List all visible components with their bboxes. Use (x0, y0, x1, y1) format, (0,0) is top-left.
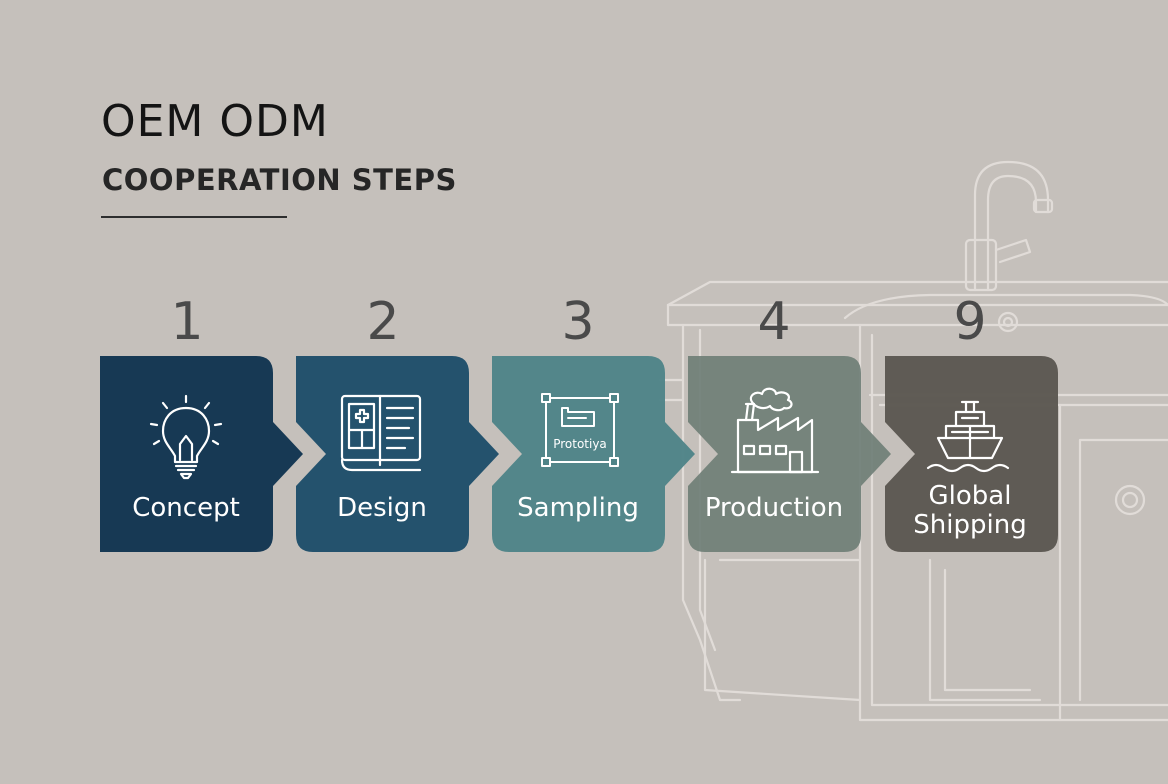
step-1-shape (100, 356, 303, 552)
step-2-number: 2 (366, 292, 400, 352)
step-3-label: Sampling (517, 493, 639, 523)
step-4-number: 4 (757, 292, 791, 352)
step-5-label: Global Shipping (913, 481, 1027, 540)
step-3-number: 3 (561, 292, 595, 352)
step-2-label: Design (337, 493, 427, 523)
step-1-label: Concept (132, 493, 240, 523)
ship-icon (926, 400, 1010, 473)
step-4-label: Production (704, 493, 844, 523)
factory-icon (730, 387, 820, 474)
step-5-number: 9 (953, 292, 987, 352)
page-subtitle: COOPERATION STEPS (102, 163, 457, 197)
blueprint-icon (340, 394, 422, 472)
lightbulb-icon (149, 394, 223, 480)
prototype-icon (541, 393, 619, 467)
page-title: OEM ODM (101, 96, 329, 147)
step-1-number: 1 (170, 292, 204, 352)
step-5-shape (885, 356, 1058, 552)
step-3-shape (492, 356, 695, 552)
step-2-shape (296, 356, 499, 552)
prototype-icon-text: Prototiya (553, 437, 607, 451)
title-underline (101, 216, 287, 218)
